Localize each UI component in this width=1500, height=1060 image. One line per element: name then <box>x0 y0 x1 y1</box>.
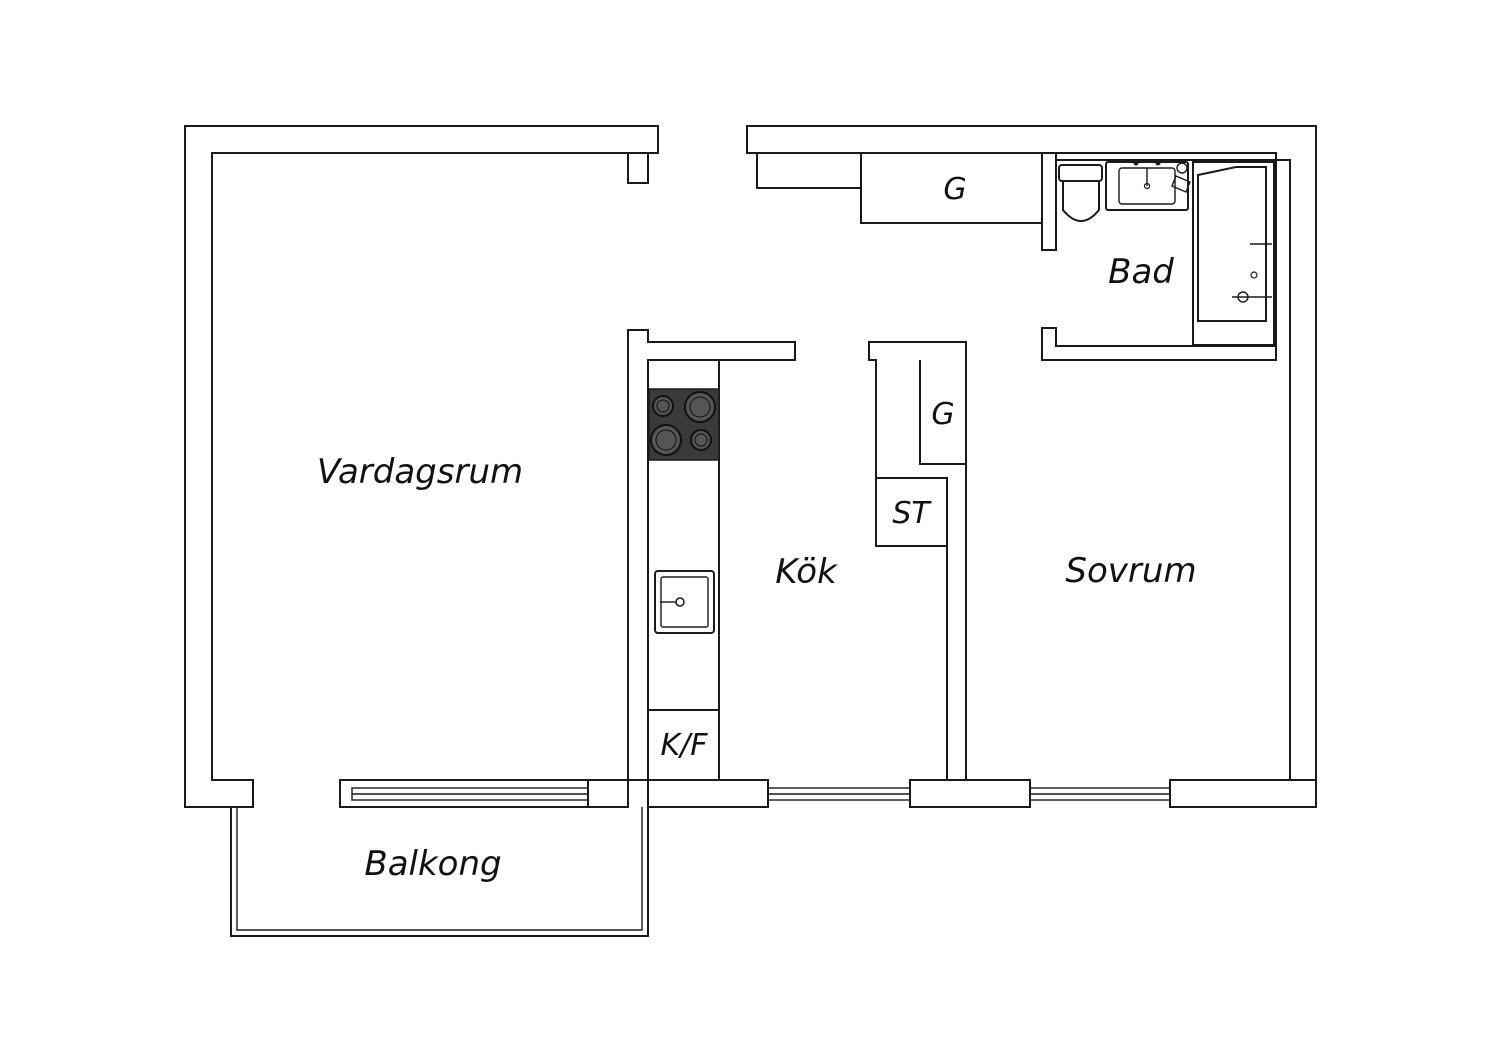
bathroom-label: Bad <box>1108 252 1174 292</box>
windows <box>339 779 1171 808</box>
storage-box <box>875 477 948 547</box>
balcony-label: Balkong <box>364 844 501 884</box>
stove-icon <box>648 388 720 461</box>
window-icon <box>1029 787 1171 801</box>
living-room-label: Vardagsrum <box>317 452 523 492</box>
room-labels: Vardagsrum Kök Sovrum Bad Balkong <box>317 252 1197 884</box>
bedroom-wardrobe-label: G <box>931 397 954 432</box>
bedroom-label: Sovrum <box>1065 551 1196 591</box>
fixture-labels: G G ST K/F <box>660 172 966 763</box>
balcony-outline <box>230 807 649 937</box>
bathroom-sink-icon <box>1105 160 1189 211</box>
kitchen-label: Kök <box>775 552 838 592</box>
interior-walls <box>627 152 1277 781</box>
bathtub-icon <box>1171 161 1275 346</box>
bedroom-wardrobe <box>919 360 966 465</box>
window-icon <box>767 787 911 801</box>
hall-wardrobe-label: G <box>943 172 966 207</box>
kitchen-sink-icon <box>654 570 715 634</box>
fridge-freezer-label: K/F <box>660 728 708 763</box>
window-icon <box>339 779 589 808</box>
toilet-icon <box>1058 164 1103 222</box>
storage-label: ST <box>892 496 932 531</box>
